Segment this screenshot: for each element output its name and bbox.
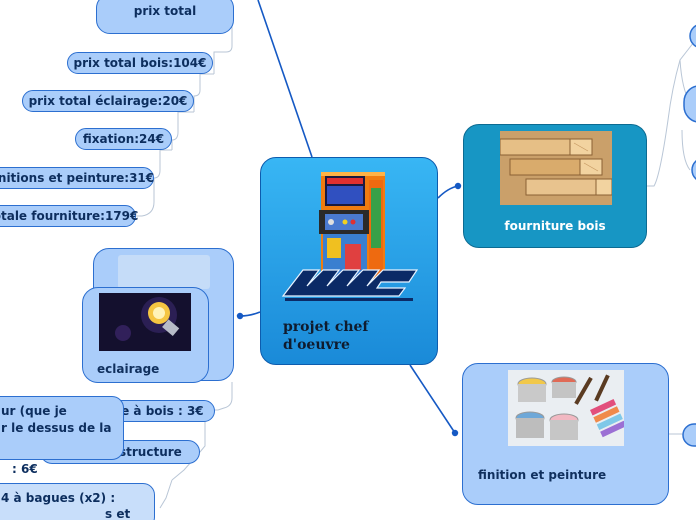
price-total-node[interactable]: prix total bbox=[96, 0, 234, 34]
note-rings[interactable]: 4 à bagues (x2) : s et bbox=[0, 483, 155, 520]
wood-planks-image bbox=[500, 131, 612, 205]
note-wood-glue-text: le à bois : 3€ bbox=[117, 404, 204, 418]
note-price-small: : 6€ bbox=[12, 462, 38, 476]
central-topic[interactable]: projet chef d'oeuvre bbox=[260, 157, 438, 365]
price-wood-node[interactable]: prix total bois:104€ bbox=[67, 52, 213, 74]
total-supplies-node[interactable]: totale fourniture:179€ bbox=[0, 205, 139, 227]
price-lighting-label: prix total éclairage:20€ bbox=[28, 94, 188, 108]
note-rings-line2: s et bbox=[105, 507, 131, 520]
fixation-label: fixation:24€ bbox=[82, 132, 165, 146]
price-total-label: prix total bbox=[133, 4, 197, 18]
finishing-paint-label: finition et peinture bbox=[478, 468, 607, 482]
placeholder-image bbox=[118, 255, 210, 289]
paint-cans-image bbox=[508, 370, 624, 446]
fixation-node[interactable]: fixation:24€ bbox=[75, 128, 172, 150]
total-supplies-label: totale fourniture:179€ bbox=[0, 209, 139, 223]
central-title: projet chef d'oeuvre bbox=[283, 319, 369, 353]
wood-supplies-node[interactable]: fourniture bois bbox=[463, 124, 647, 248]
light-bulb-image bbox=[99, 293, 191, 351]
note-structure-text: structure bbox=[119, 445, 182, 459]
wood-supplies-label: fourniture bois bbox=[504, 219, 606, 233]
lighting-node[interactable]: eclairage bbox=[82, 287, 209, 383]
note-color-line2: r le dessus de la bbox=[1, 421, 112, 435]
finishing-price-label: finitions et peinture:31€ bbox=[0, 171, 155, 185]
arcade-cabinet-image bbox=[281, 172, 419, 301]
finishing-price-node[interactable]: finitions et peinture:31€ bbox=[0, 167, 154, 189]
note-rings-line1: 4 à bagues (x2) : bbox=[1, 491, 116, 505]
lighting-label: eclairage bbox=[97, 362, 160, 376]
price-lighting-node[interactable]: prix total éclairage:20€ bbox=[22, 90, 194, 112]
note-color-top[interactable]: ur (que je r le dessus de la bbox=[0, 396, 124, 460]
note-color-line1: ur (que je bbox=[1, 404, 67, 418]
finishing-paint-node[interactable]: finition et peinture bbox=[462, 363, 669, 505]
price-wood-label: prix total bois:104€ bbox=[73, 56, 207, 70]
